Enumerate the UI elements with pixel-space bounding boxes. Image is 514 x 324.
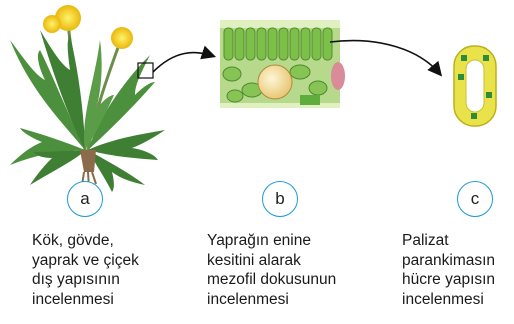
leaf-cross-section-illustration	[220, 20, 345, 108]
panel-a-caption: Kök, gövde, yaprak ve çiçek dış yapısını…	[32, 231, 182, 309]
panel-a-label: a	[67, 181, 103, 217]
dandelion-plant-illustration	[10, 5, 165, 192]
palisade-cell-illustration	[454, 46, 496, 126]
panel-c-label: c	[457, 181, 493, 217]
arrow-b-to-c	[330, 41, 440, 74]
panel-b-label: b	[262, 181, 298, 217]
panel-b-caption: Yaprağın enine kesitini alarak mezofil d…	[207, 231, 377, 309]
panel-c-caption: Palizat parankimasın hücre yapısın incel…	[402, 231, 514, 309]
arrow-a-to-b	[153, 53, 213, 72]
